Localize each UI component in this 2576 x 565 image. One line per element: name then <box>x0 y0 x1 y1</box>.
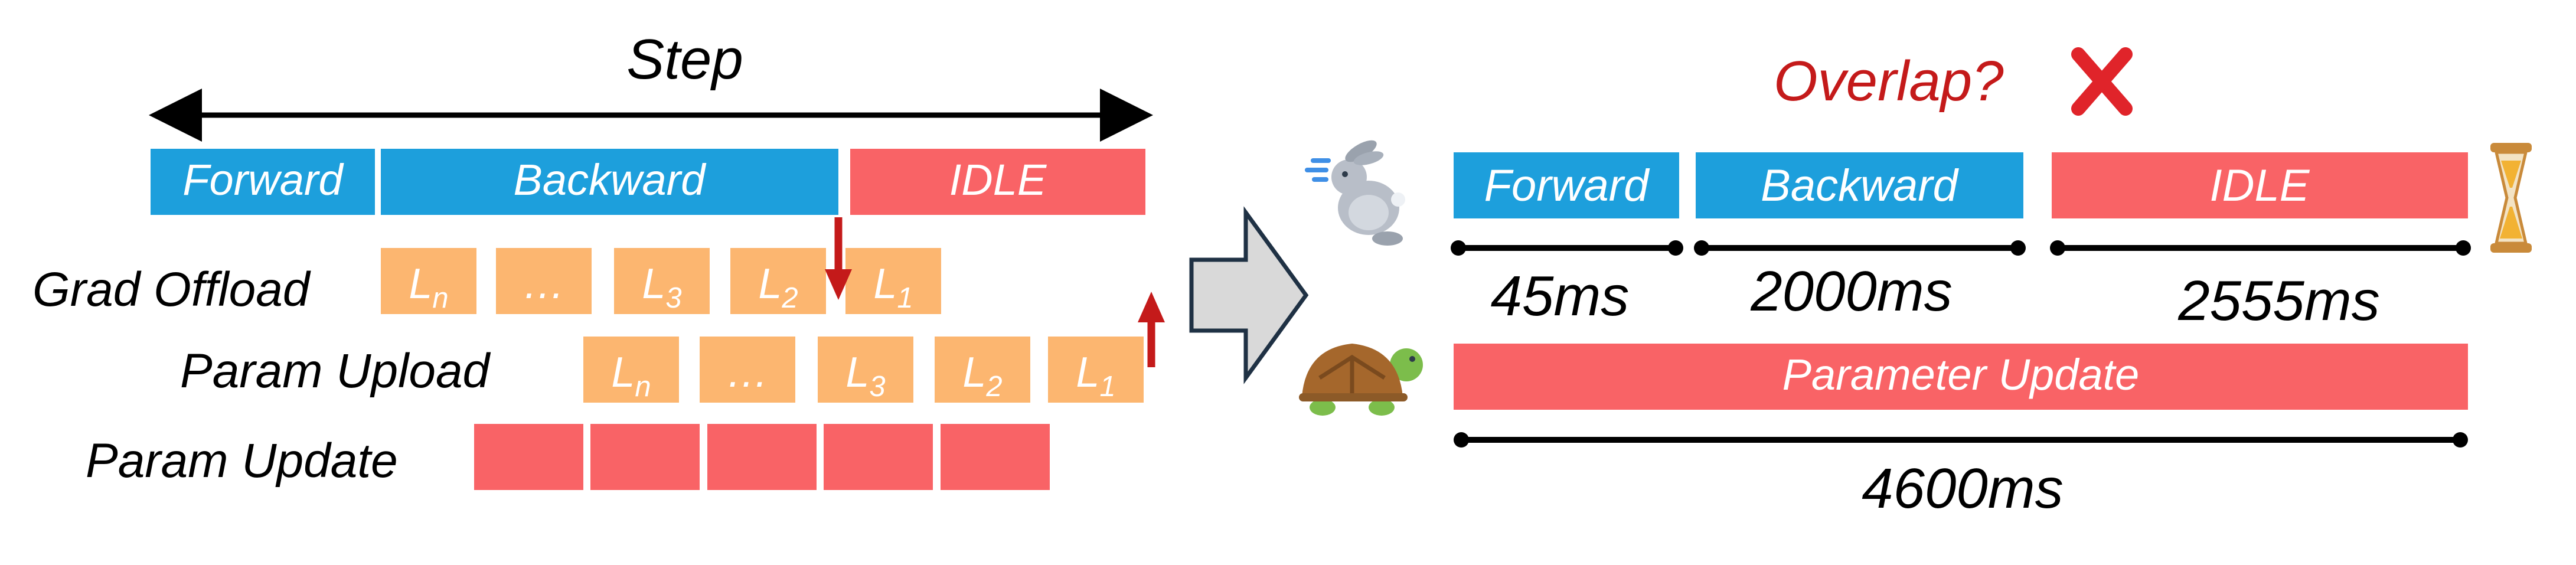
right-backward-bar <box>1696 152 2023 218</box>
right-update-label: Parameter Update <box>1782 350 2140 399</box>
svg-text:L3: L3 <box>642 260 681 314</box>
svg-text:L2: L2 <box>962 349 1002 403</box>
forward-duration-span <box>1451 240 1683 256</box>
row-label-param-upload: Param Upload <box>180 344 491 398</box>
cross-mark-icon <box>2071 47 2133 116</box>
param-upload-blocks: Ln … L3 L2 L1 <box>583 337 1144 403</box>
grad-offload-block: Ln <box>381 248 476 314</box>
left-forward-bar <box>151 149 375 215</box>
svg-text:L2: L2 <box>758 260 798 314</box>
right-update-bar <box>1454 344 2468 410</box>
update-duration: 4600ms <box>1862 457 2064 520</box>
grad-offload-blocks: Ln … L3 L2 L1 <box>381 248 941 314</box>
param-upload-block: L1 <box>1048 337 1144 403</box>
svg-text:L1: L1 <box>1076 349 1115 403</box>
param-update-block <box>824 424 933 490</box>
grad-offload-block: L2 <box>730 248 826 314</box>
svg-text:Ln: Ln <box>611 349 651 403</box>
row-label-param-update: Param Update <box>86 434 398 488</box>
hourglass-icon <box>2490 143 2532 253</box>
svg-text:…: … <box>726 349 769 396</box>
overlap-label: Overlap? <box>1774 50 2004 113</box>
transition-arrow-icon <box>1189 206 1309 384</box>
update-duration-span <box>1454 432 2468 448</box>
param-upload-block: L2 <box>935 337 1030 403</box>
right-panel: Overlap? Forward Backward IDLE <box>1299 47 2532 520</box>
left-forward-label: Forward <box>182 155 344 204</box>
right-backward-label: Backward <box>1761 161 1959 211</box>
svg-text:L1: L1 <box>873 260 913 314</box>
grad-offload-block: … <box>496 248 592 314</box>
grad-offload-block: L1 <box>845 248 941 314</box>
svg-text:…: … <box>523 260 565 308</box>
svg-text:Ln: Ln <box>409 260 448 314</box>
grad-offload-block: L3 <box>614 248 710 314</box>
idle-duration: 2555ms <box>2177 269 2380 332</box>
right-forward-bar <box>1454 152 1679 218</box>
param-update-block <box>941 424 1050 490</box>
param-upload-block: … <box>700 337 795 403</box>
backward-duration-span <box>1694 240 2026 256</box>
right-idle-label: IDLE <box>2210 161 2310 211</box>
idle-duration-span <box>2050 240 2471 256</box>
right-forward-label: Forward <box>1484 161 1650 211</box>
param-update-block <box>707 424 817 490</box>
svg-text:L3: L3 <box>845 349 885 403</box>
left-backward-label: Backward <box>514 155 707 204</box>
step-label: Step <box>626 28 743 91</box>
row-label-grad-offload: Grad Offload <box>32 263 311 316</box>
param-upload-block: Ln <box>583 337 679 403</box>
param-update-block <box>474 424 583 490</box>
backward-duration: 2000ms <box>1750 260 1953 323</box>
param-update-block <box>590 424 700 490</box>
turtle-icon <box>1299 344 1423 416</box>
left-idle-bar <box>850 149 1145 215</box>
down-arrow-icon <box>825 217 852 300</box>
param-upload-block: L3 <box>818 337 913 403</box>
right-idle-bar <box>2052 152 2468 218</box>
param-update-blocks <box>474 424 1050 490</box>
up-arrow-icon <box>1138 292 1165 367</box>
left-idle-label: IDLE <box>949 155 1047 204</box>
forward-duration: 45ms <box>1491 264 1630 328</box>
left-panel: Step Forward Backward IDLE Grad Offload … <box>32 28 1165 490</box>
left-backward-bar <box>381 149 838 215</box>
rabbit-icon <box>1305 140 1405 246</box>
